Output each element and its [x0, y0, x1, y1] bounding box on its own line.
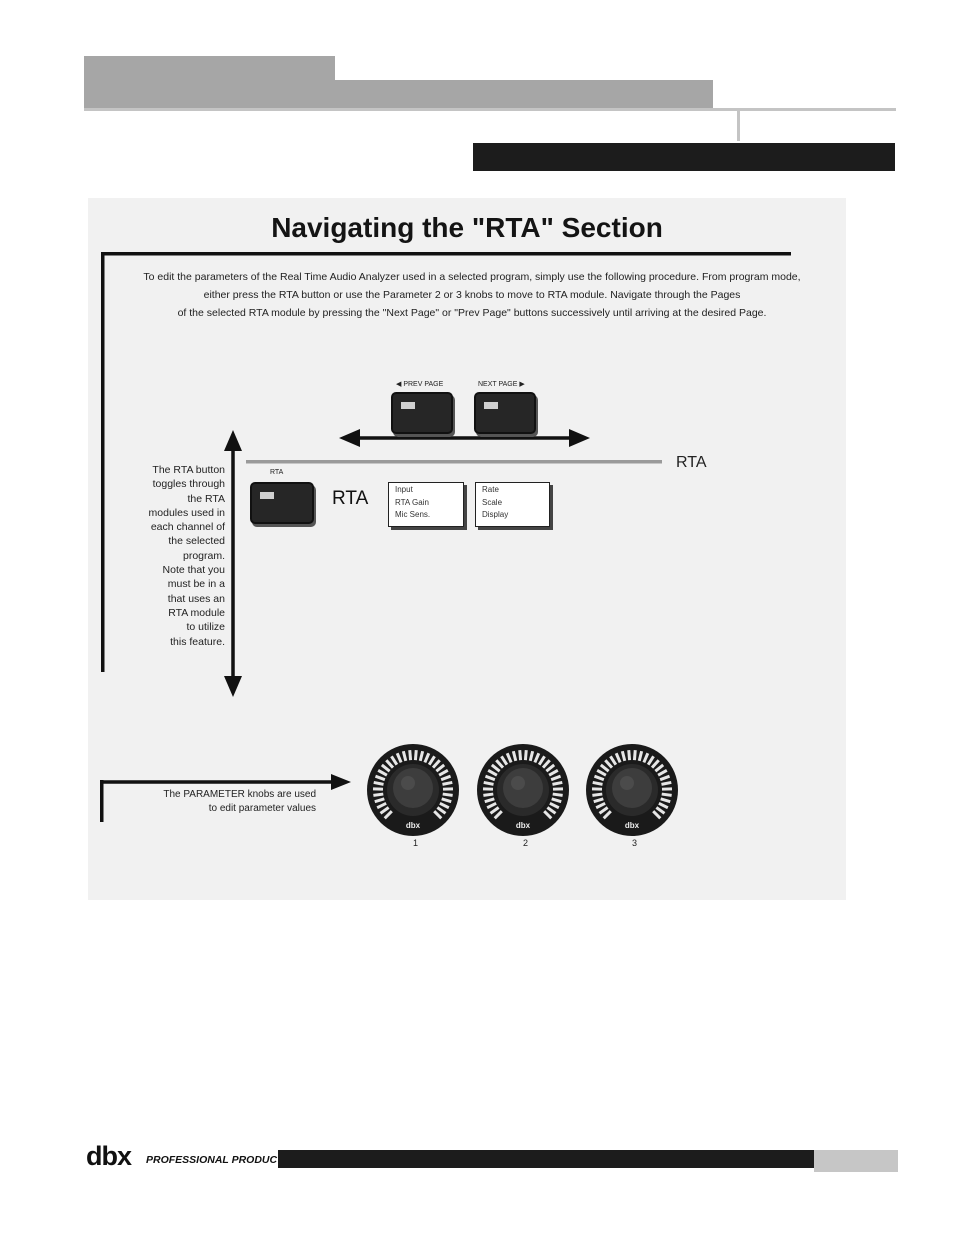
page2-item-display: Display [476, 509, 549, 522]
prev-page-label: ◀ PREV PAGE [396, 380, 443, 388]
prev-page-button[interactable] [391, 392, 453, 434]
rta-line-label: RTA [676, 454, 707, 472]
next-page-button[interactable] [474, 392, 536, 434]
side-text-line: each channel of [115, 520, 225, 534]
dbx-logo: dbx [86, 1143, 131, 1170]
logo-tagline: PROFESSIONAL PRODUCTS [146, 1154, 291, 1166]
side-text-line: this feature. [115, 635, 225, 649]
side-text-line: the RTA [115, 492, 225, 506]
footer-bar [278, 1150, 814, 1168]
svg-text:dbx: dbx [406, 821, 421, 830]
page2-item-rate: Rate [476, 484, 549, 497]
rta-button-label: RTA [270, 469, 283, 476]
rta-page-1-box: Input RTA Gain Mic Sens. [388, 482, 464, 527]
svg-text:dbx: dbx [625, 821, 640, 830]
knob-caption-line-1: The PARAMETER knobs are used [128, 788, 316, 802]
knob-number-2: 2 [523, 838, 528, 848]
intro-line-2: either press the RTA button or use the P… [102, 286, 842, 304]
parameter-knob-2[interactable]: dbx [476, 743, 570, 837]
page-number-box [814, 1150, 898, 1172]
rta-button-led [260, 492, 274, 499]
knob-caption: The PARAMETER knobs are used to edit par… [128, 788, 316, 816]
page1-item-input: Input [389, 484, 463, 497]
intro-line-1: To edit the parameters of the Real Time … [102, 268, 842, 286]
prev-page-led [401, 402, 415, 409]
knob-number-3: 3 [632, 838, 637, 848]
side-text-line: the selected [115, 534, 225, 548]
side-text-line: that uses an [115, 592, 225, 606]
side-text-line: program. [115, 549, 225, 563]
rta-navigation-figure: Navigating the "RTA" Section To edit the… [88, 198, 846, 900]
rta-button-explanation: The RTA button toggles through the RTA m… [115, 463, 225, 649]
header-rule-tick [737, 111, 740, 141]
page1-item-rta-gain: RTA Gain [389, 497, 463, 510]
side-text-line: The RTA button [115, 463, 225, 477]
header-rule [84, 108, 896, 111]
header-bar [84, 80, 713, 108]
rta-button[interactable] [250, 482, 314, 524]
side-text-line: must be in a [115, 577, 225, 591]
side-text-line: RTA module [115, 606, 225, 620]
rta-module-label: RTA [332, 488, 368, 510]
knob-caption-line-2: to edit parameter values [128, 802, 316, 816]
side-text-line: Note that you [115, 563, 225, 577]
side-text-line: toggles through [115, 477, 225, 491]
page1-item-mic-sens: Mic Sens. [389, 509, 463, 522]
page2-item-scale: Scale [476, 497, 549, 510]
rta-page-2-box: Rate Scale Display [475, 482, 550, 527]
next-page-label: NEXT PAGE ▶ [478, 380, 525, 388]
header-tab-bar [84, 56, 335, 80]
next-page-led [484, 402, 498, 409]
knob-number-1: 1 [413, 838, 418, 848]
svg-text:dbx: dbx [516, 821, 531, 830]
parameter-knob-1[interactable]: dbx [366, 743, 460, 837]
section-title-bar [473, 143, 895, 171]
parameter-knob-3[interactable]: dbx [585, 743, 679, 837]
side-text-line: modules used in [115, 506, 225, 520]
intro-paragraph: To edit the parameters of the Real Time … [102, 268, 842, 322]
side-text-line: to utilize [115, 620, 225, 634]
intro-line-3: of the selected RTA module by pressing t… [102, 304, 842, 322]
